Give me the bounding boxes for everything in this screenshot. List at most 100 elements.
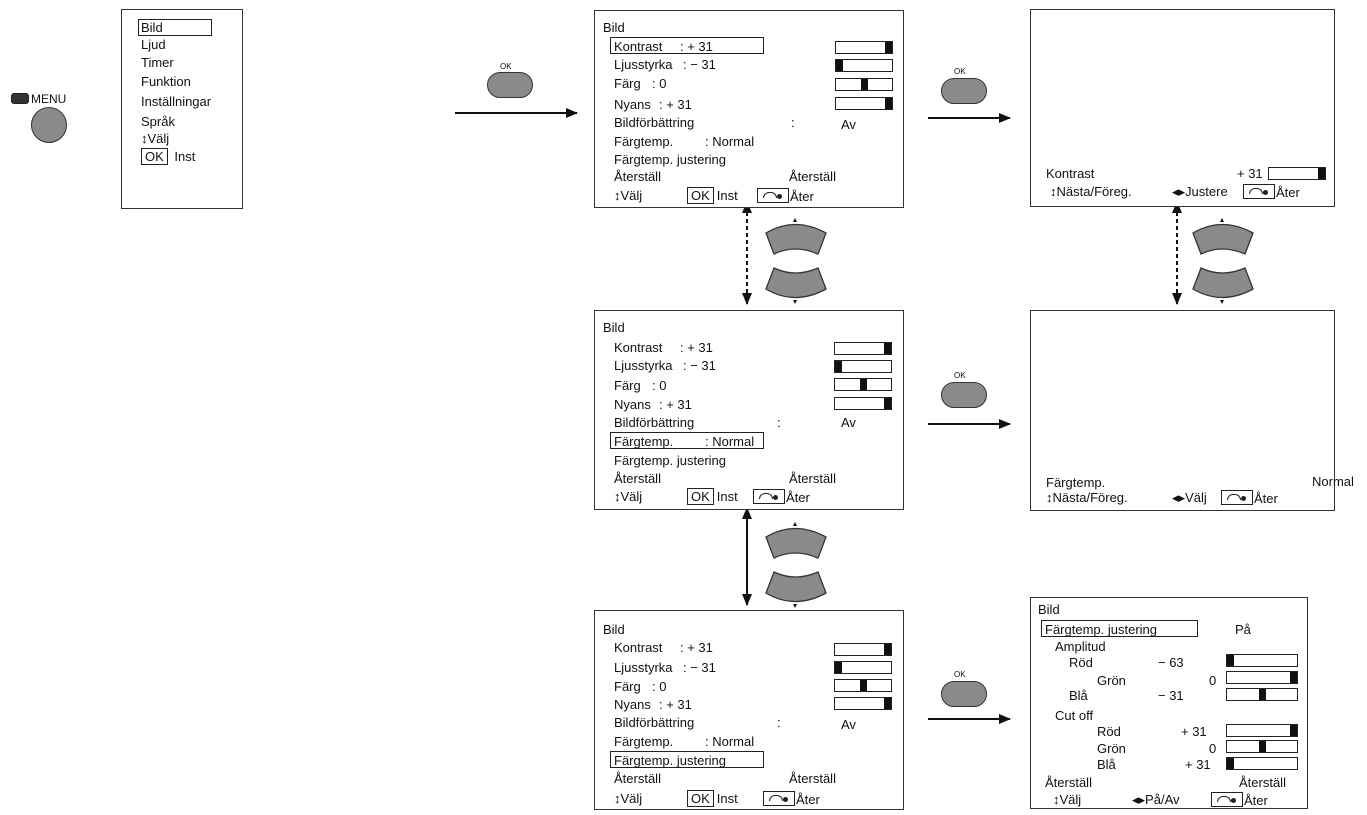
cut-rod-label[interactable]: Röd [1097,724,1121,739]
fargtemp-label[interactable]: Färgtemp. [614,134,674,149]
fargtemp-justering-label[interactable]: Färgtemp. justering [614,152,726,167]
nyans-label[interactable]: Nyans [614,97,651,112]
menu-item-installningar[interactable]: Inställningar [141,94,212,109]
footer-back: Åter [1243,184,1300,200]
cut-gron-label[interactable]: Grön [1097,741,1126,756]
kontrast-bar [834,643,892,656]
kontrast-adjust-screen: Kontrast + 31 ↕Nästa/Föreg. ◂▸Justere Åt… [1030,9,1335,207]
farg-label[interactable]: Färg [614,679,641,694]
kontrast-bar [835,41,893,54]
ljusstyrka-bar [834,661,892,674]
ok-label: OK [954,371,966,380]
fargtemp-label[interactable]: Färgtemp. [614,434,674,449]
footer-back: Åter [1211,792,1268,808]
bildforbattring-sep: : [791,115,795,130]
amp-bla-label[interactable]: Blå [1069,688,1088,703]
kontrast-bar [834,342,892,355]
bild-menu-screen-3: Bild Kontrast : + 31 Ljusstyrka : − 31 F… [594,610,904,810]
kontrast-value: : + 31 [680,640,713,655]
kontrast-label[interactable]: Kontrast [614,640,663,655]
aterstall-label[interactable]: Återställ [614,169,661,184]
fargtemp-justering-label[interactable]: Färgtemp. justering [614,453,726,468]
justering-header[interactable]: Färgtemp. justering [1045,622,1157,637]
fargtemp-value: : Normal [705,434,755,449]
aterstall-value: Återställ [789,771,836,786]
amp-gron-value: 0 [1209,673,1217,688]
footer-adjust: ◂▸Justere [1172,184,1228,199]
ljusstyrka-label[interactable]: Ljusstyrka [614,660,673,675]
return-icon [763,791,795,806]
footer-back: Åter [763,791,820,807]
menu-item-bild[interactable]: Bild [141,20,163,35]
ok-key: OK [687,790,714,807]
fargtemp-adjust-screen: Färgtemp. ↕Nästa/Föreg. ◂▸Välj Åter [1030,310,1335,511]
fargtemp-label: Färgtemp. [1046,475,1106,490]
ljusstyrka-label[interactable]: Ljusstyrka [614,358,673,373]
rocker-up-icon-3 [1192,223,1254,255]
nyans-label[interactable]: Nyans [614,397,651,412]
kontrast-value: : + 31 [680,39,713,54]
menu-button[interactable] [31,107,67,143]
menu-title: Bild [603,622,625,637]
cut-rod-value: + 31 [1181,724,1207,739]
ok-button[interactable] [941,382,987,408]
farg-label[interactable]: Färg [614,76,641,91]
footer-select: ↕Välj [614,188,643,203]
ok-button[interactable] [487,72,533,98]
amp-rod-bar [1226,654,1298,667]
kontrast-value: : + 31 [680,340,713,355]
menu-item-sprak[interactable]: Språk [141,114,175,129]
fargtemp-justering-label[interactable]: Färgtemp. justering [614,753,726,768]
return-icon [753,489,785,504]
farg-bar [835,78,893,91]
bildforbattring-label[interactable]: Bildförbättring [614,415,695,430]
ok-key-hint: OK Inst [141,148,196,165]
cut-bla-label[interactable]: Blå [1097,757,1116,772]
ok-key: OK [687,488,714,505]
ljusstyrka-label[interactable]: Ljusstyrka [614,57,673,72]
menu-item-ljud[interactable]: Ljud [141,37,166,52]
amp-rod-label[interactable]: Röd [1069,655,1093,670]
ljusstyrka-bar [835,59,893,72]
ok-label: OK [954,670,966,679]
farg-label[interactable]: Färg [614,378,641,393]
row-highlight [610,751,764,768]
aterstall-label[interactable]: Återställ [614,771,661,786]
ok-button[interactable] [941,78,987,104]
nyans-label[interactable]: Nyans [614,697,651,712]
menu-item-funktion[interactable]: Funktion [141,74,191,89]
footer-nav: ↕Nästa/Föreg. [1050,184,1132,199]
rocker-down-icon-2 [765,571,827,603]
ljusstyrka-bar [834,360,892,373]
aterstall-label[interactable]: Återställ [614,471,661,486]
ok-hint: Inst [174,149,196,164]
menu-label: MENU [31,92,67,106]
row-highlight [610,37,764,54]
menu-highlight [138,19,212,36]
farg-value: : 0 [652,679,667,694]
ljusstyrka-value: : − 31 [683,358,716,373]
nyans-bar [834,697,892,710]
ok-button[interactable] [941,681,987,707]
nyans-value: : + 31 [659,697,692,712]
ljusstyrka-value: : − 31 [683,57,716,72]
bildforbattring-label[interactable]: Bildförbättring [614,115,695,130]
aterstall-label[interactable]: Återställ [1045,775,1092,790]
return-icon [1243,184,1275,199]
fargtemp-value: Normal [1312,474,1354,489]
bildforbattring-label[interactable]: Bildförbättring [614,715,695,730]
kontrast-label[interactable]: Kontrast [614,39,663,54]
amp-gron-label[interactable]: Grön [1097,673,1126,688]
farg-bar [834,378,892,391]
rocker-down-icon-3 [1192,267,1254,299]
nyans-bar [835,97,893,110]
cut-bla-value: + 31 [1185,757,1211,772]
menu-item-timer[interactable]: Timer [141,55,174,70]
fargtemp-label[interactable]: Färgtemp. [614,734,674,749]
kontrast-label[interactable]: Kontrast [614,340,663,355]
cutoff-label: Cut off [1055,708,1094,723]
kontrast-label: Kontrast [1046,166,1095,181]
amp-rod-value: − 63 [1158,655,1184,670]
